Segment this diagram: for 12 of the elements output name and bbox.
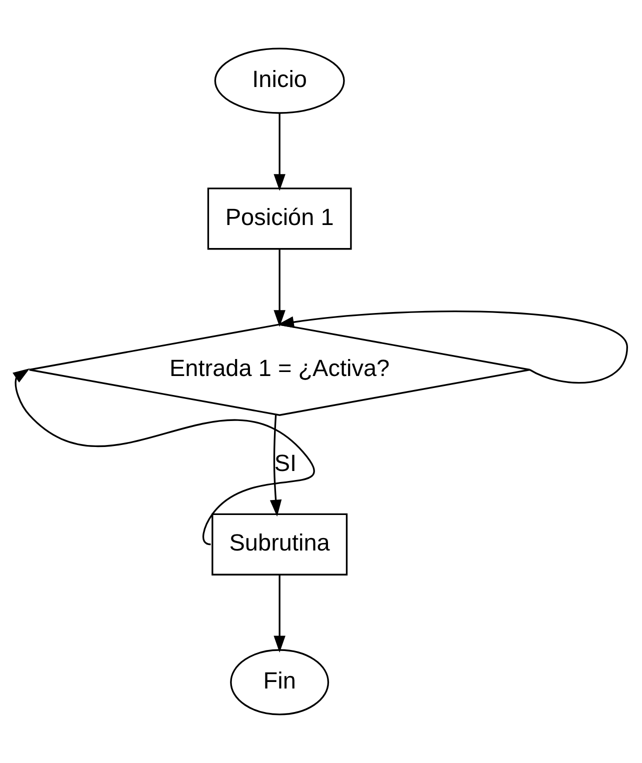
arrow	[270, 414, 282, 517]
arrow	[12, 368, 314, 546]
node-diamond: Entrada 1 = ¿Activa?	[28, 324, 531, 416]
node-box: Posición 1	[207, 188, 352, 250]
arrow	[274, 112, 286, 191]
edge-label: SI	[274, 450, 297, 476]
node-ellipse: Fin	[230, 649, 330, 716]
node-box: Subrutina	[212, 513, 348, 576]
arrow	[274, 250, 286, 327]
node-ellipse: Inicio	[214, 48, 345, 114]
arrow	[274, 575, 286, 653]
arrow	[277, 310, 628, 384]
